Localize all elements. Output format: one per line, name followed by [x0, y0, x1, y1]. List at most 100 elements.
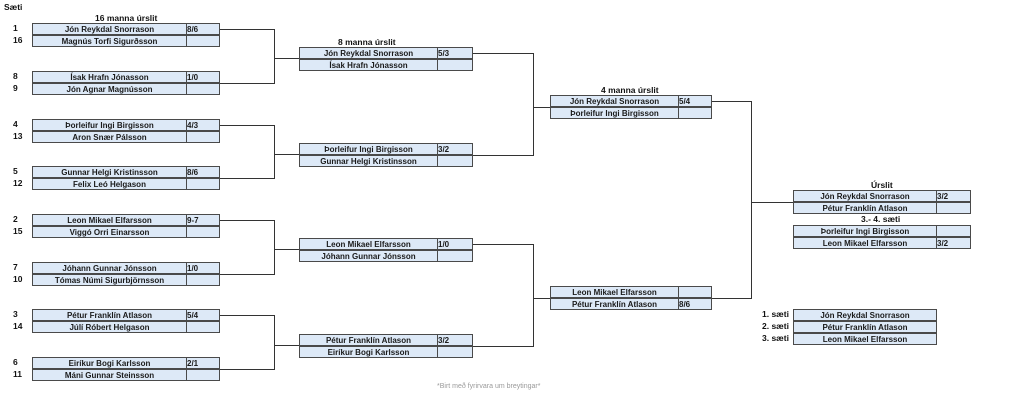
player-name: Ísak Hrafn Jónasson [33, 72, 187, 83]
player-name: Tómas Númi Sigurbjörnsson [33, 275, 187, 286]
match-score: 8/6 [679, 300, 691, 309]
bracket-line [751, 202, 793, 203]
bracket-line [220, 29, 274, 30]
round-title-third: 3.- 4. sæti [861, 214, 901, 224]
player-name: Leon Mikael Elfarsson [551, 287, 679, 298]
match-score: 8/6 [187, 168, 199, 177]
match-score [185, 84, 219, 95]
match-score [436, 347, 472, 358]
r16-player-slot: Felix Leó Helgason [32, 178, 220, 190]
player-name: Jón Agnar Magnússon [33, 84, 187, 95]
standing-place: 1. sæti [762, 309, 789, 319]
player-name: Leon Mikael Elfarsson [794, 238, 937, 249]
seed-number: 16 [13, 35, 23, 45]
seed-number: 12 [13, 178, 23, 188]
bracket-line [533, 244, 534, 347]
r16-player-slot: Magnús Torfi Sigurðsson [32, 35, 220, 47]
player-name: Jóhann Gunnar Jónsson [33, 263, 187, 274]
qf-player-slot: Eiríkur Bogi Karlsson [299, 346, 473, 358]
player-name: Þorleifur Ingi Birgisson [551, 108, 679, 119]
bracket-line [473, 244, 533, 245]
seed-number: 11 [13, 369, 22, 379]
standing-place: 2. sæti [762, 321, 789, 331]
bracket-line [751, 101, 752, 299]
round-title-sf: 4 manna úrslit [601, 85, 659, 95]
seed-number: 7 [13, 262, 18, 272]
match-score: 3/2 [937, 192, 949, 201]
player-name: Felix Leó Helgason [33, 179, 187, 190]
player-name: Eiríkur Bogi Karlsson [300, 347, 438, 358]
player-name: Pétur Franklín Atlason [33, 310, 187, 321]
player-name: Jón Reykdal Snorrason [794, 191, 937, 202]
player-name: Jón Reykdal Snorrason [300, 48, 438, 59]
bracket-line [220, 220, 274, 221]
match-score: 2/1 [187, 359, 199, 368]
match-score [935, 226, 970, 237]
match-score [185, 370, 219, 381]
sf-player-slot: Leon Mikael Elfarsson [550, 286, 712, 298]
bracket-line [274, 125, 275, 179]
r16-player-slot: Tómas Númi Sigurbjörnsson [32, 274, 220, 286]
match-score [677, 108, 711, 119]
match-score: 4/3 [187, 121, 199, 130]
match-score [436, 251, 472, 262]
match-score: 5/4 [187, 311, 199, 320]
player-name: Jón Reykdal Snorrason [33, 24, 187, 35]
player-name: Gunnar Helgi Kristinsson [33, 167, 187, 178]
seed-number: 8 [13, 71, 18, 81]
footnote: *Birt með fyrirvara um breytingar* [437, 383, 541, 390]
seed-number: 6 [13, 357, 18, 367]
player-name: Pétur Franklín Atlason [551, 299, 679, 310]
match-score [436, 156, 472, 167]
player-name: Þorleifur Ingi Birgisson [794, 226, 937, 237]
player-name: Jóhann Gunnar Jónsson [300, 251, 438, 262]
qf-player-slot: Gunnar Helgi Kristinsson [299, 155, 473, 167]
standing-slot: Pétur Franklín Atlason [793, 321, 937, 333]
bracket-line [220, 83, 274, 84]
match-score [185, 132, 219, 143]
player-name: Aron Snær Pálsson [33, 132, 187, 143]
seats-heading: Sæti [4, 2, 23, 12]
seed-number: 14 [13, 321, 23, 331]
player-name: Þorleifur Ingi Birgisson [300, 144, 438, 155]
player-name: Eiríkur Bogi Karlsson [33, 358, 187, 369]
player-name: Júlí Róbert Helgason [33, 322, 187, 333]
bracket-line [473, 155, 533, 156]
r16-player-slot: Júlí Róbert Helgason [32, 321, 220, 333]
round-title-r16: 16 manna úrslit [95, 13, 158, 23]
bracket-line [220, 178, 274, 179]
match-score: 3/2 [438, 145, 450, 154]
seed-number: 10 [13, 274, 23, 284]
round-title-final: Úrslit [871, 180, 893, 190]
bracket-line [533, 107, 550, 108]
match-score: 5/3 [438, 49, 450, 58]
match-score: 1/0 [187, 73, 199, 82]
bracket-line [533, 298, 550, 299]
player-name: Pétur Franklín Atlason [300, 335, 438, 346]
final-player-slot: Pétur Franklín Atlason [793, 202, 971, 214]
match-score: 1/0 [187, 264, 199, 273]
third-place-slot: Þorleifur Ingi Birgisson [793, 225, 971, 237]
player-name: Viggó Orri Einarsson [33, 227, 187, 238]
player-name: Jón Reykdal Snorrason [551, 96, 679, 107]
bracket-line [533, 53, 534, 156]
standing-place: 3. sæti [762, 333, 789, 343]
qf-player-slot: Ísak Hrafn Jónasson [299, 59, 473, 71]
seed-number: 9 [13, 83, 18, 93]
seed-number: 13 [13, 131, 23, 141]
player-name: Leon Mikael Elfarsson [33, 215, 187, 226]
bracket-line [274, 315, 275, 370]
